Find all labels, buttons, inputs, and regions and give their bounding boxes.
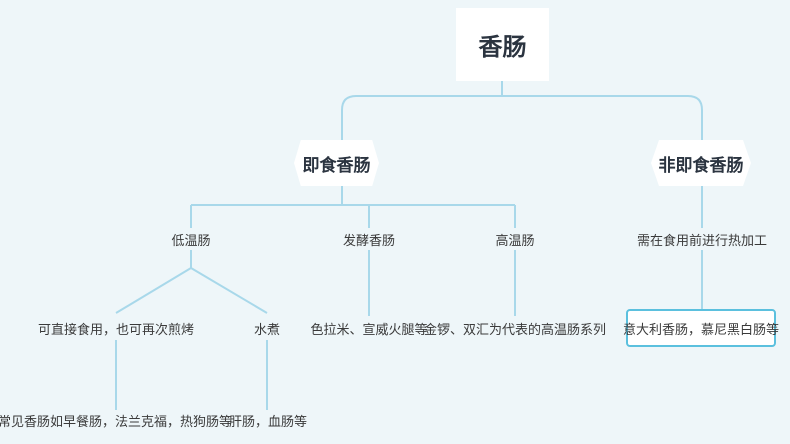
category-ready-to-eat: 即食香肠	[294, 140, 379, 186]
type-high-temp: 高温肠	[495, 233, 535, 249]
example-boil: 肝肠，血肠等	[228, 414, 307, 430]
edge-root-bar	[341, 95, 703, 111]
example-fermented: 色拉米、宣威火腿等	[310, 322, 428, 338]
category-not-ready-to-eat: 非即食香肠	[651, 140, 751, 186]
root-node: 香肠	[456, 8, 549, 81]
method-direct-eat: 可直接食用，也可再次煎烤	[37, 322, 194, 338]
type-fermented: 发酵香肠	[342, 233, 395, 249]
example-not-ready-highlight: 意大利香肠，慕尼黑白肠等	[623, 309, 779, 347]
edge-low-to-direct	[115, 267, 192, 314]
method-boil: 水煮	[253, 322, 280, 338]
example-high-temp: 金锣、双汇为代表的高温肠系列	[423, 322, 606, 338]
example-direct-eat: 常见香肠如早餐肠，法兰克福，热狗肠等	[0, 414, 233, 430]
edge-low-to-boil	[190, 267, 268, 314]
type-needs-heating: 需在食用前进行热加工	[636, 233, 767, 249]
type-low-temp: 低温肠	[171, 233, 211, 249]
